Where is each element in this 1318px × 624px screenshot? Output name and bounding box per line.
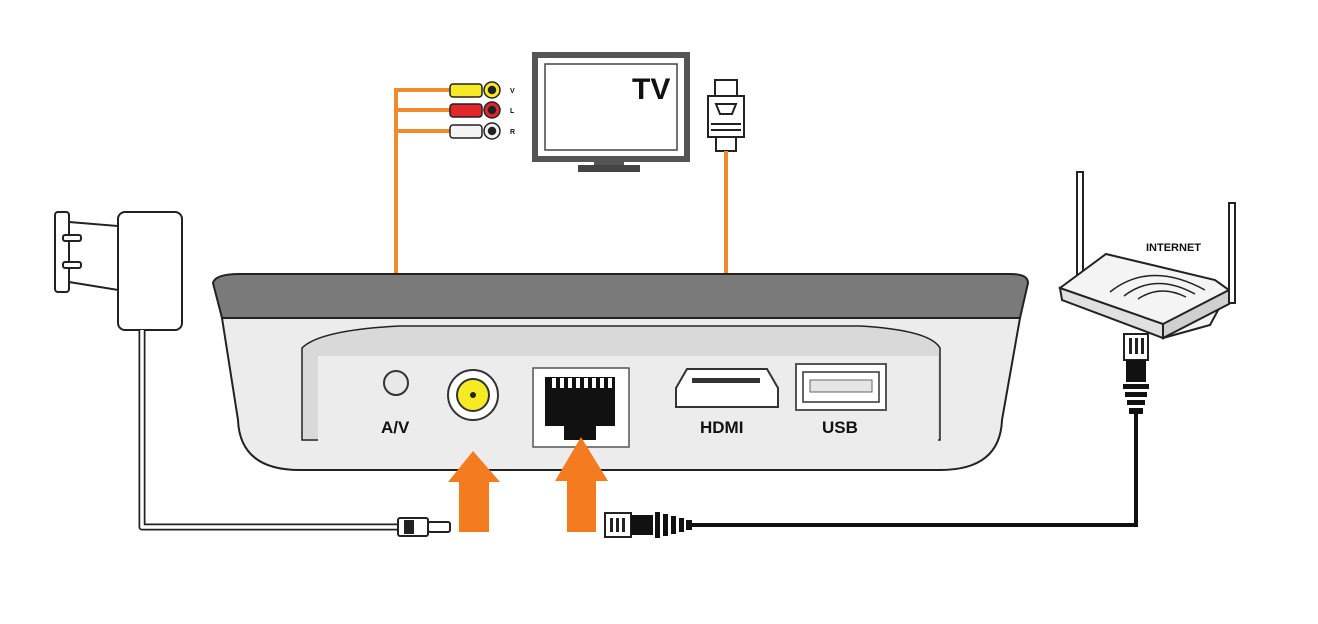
ethernet-plug-icon xyxy=(604,512,692,538)
hdmi-port xyxy=(675,368,779,408)
router-icon xyxy=(1058,171,1236,340)
hdmi-plug-icon xyxy=(707,79,745,152)
ethernet-port xyxy=(532,367,630,448)
internet-label: INTERNET xyxy=(1146,242,1201,254)
rca-r-label: R xyxy=(510,129,515,136)
ethernet-plug-icon xyxy=(1123,333,1149,414)
coax-port xyxy=(447,369,499,421)
rca-plug-icon xyxy=(449,81,501,140)
up-arrow-icon xyxy=(555,437,608,532)
dc-plug-icon xyxy=(397,517,451,537)
usb-port xyxy=(795,363,887,411)
rca-l-label: L xyxy=(510,108,515,115)
ethernet-cable xyxy=(692,414,1138,527)
up-arrow-icon xyxy=(448,451,500,532)
hdmi-label: HDMI xyxy=(700,418,743,437)
av-label: A/V xyxy=(381,418,410,437)
power-adapter-icon xyxy=(54,211,183,331)
av-port xyxy=(383,370,409,396)
rca-v-label: V xyxy=(510,88,515,95)
usb-label: USB xyxy=(822,418,858,437)
tv-label: TV xyxy=(632,73,670,106)
tv-icon xyxy=(532,52,690,172)
